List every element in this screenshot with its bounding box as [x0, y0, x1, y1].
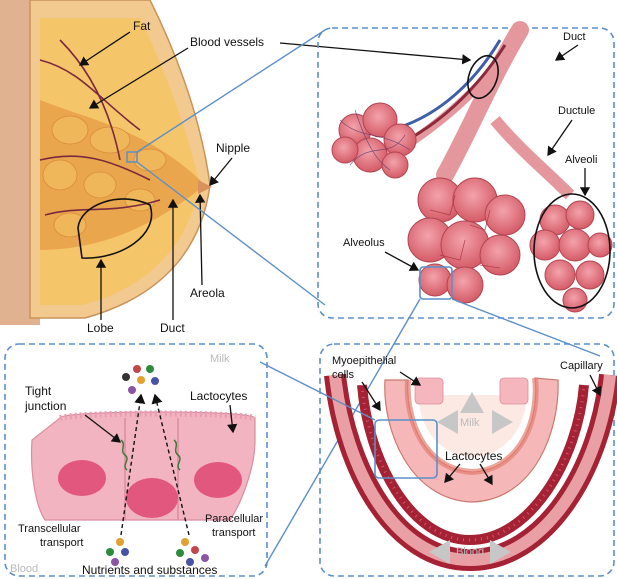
milk-molecules — [122, 365, 159, 394]
label-nutrients: Nutrients and substances — [82, 563, 217, 577]
label-lactocytes-right: Lactocytes — [445, 449, 502, 463]
nucleus-center — [126, 478, 178, 518]
label-tight-junction-1: Tight — [25, 384, 52, 398]
label-transcellular-1: Transcellular — [18, 523, 81, 535]
label-blood-right: Blood — [456, 546, 484, 558]
label-alveoli: Alveoli — [565, 154, 597, 166]
label-myoepithelial-1: Myoepithelial — [332, 355, 396, 367]
label-duct-breast: Duct — [160, 321, 185, 335]
label-lobe: Lobe — [87, 321, 114, 335]
label-nipple: Nipple — [216, 141, 250, 155]
label-alveolus: Alveolus — [343, 237, 385, 249]
lobule-illustration — [332, 30, 612, 312]
label-fat: Fat — [133, 19, 151, 33]
nucleus-left — [58, 460, 106, 496]
label-paracellular-2: transport — [212, 527, 255, 539]
label-paracellular-1: Paracellular — [205, 513, 263, 525]
label-transcellular-2: transport — [40, 537, 83, 549]
alveoli-cluster-right — [530, 201, 612, 312]
label-milk-left: Milk — [210, 353, 230, 365]
alveoli-cluster-center — [408, 178, 525, 303]
lactocyte-epithelium — [32, 412, 255, 520]
label-capillary: Capillary — [560, 360, 603, 372]
label-areola: Areola — [190, 286, 225, 300]
nucleus-right — [194, 462, 242, 498]
label-ductule: Ductule — [558, 105, 595, 117]
label-myoepithelial-2: cells — [332, 369, 355, 381]
nutrient-molecules — [106, 538, 209, 566]
label-milk-right: Milk — [460, 417, 480, 429]
alveoli-cluster-left — [332, 103, 416, 178]
breast-illustration — [0, 0, 212, 325]
label-lactocytes-left: Lactocytes — [190, 389, 247, 403]
label-duct-top: Duct — [563, 31, 586, 43]
label-blood-vessels: Blood vessels — [190, 35, 264, 49]
label-blood-left: Blood — [10, 563, 38, 575]
label-tight-junction-2: junction — [24, 399, 66, 413]
